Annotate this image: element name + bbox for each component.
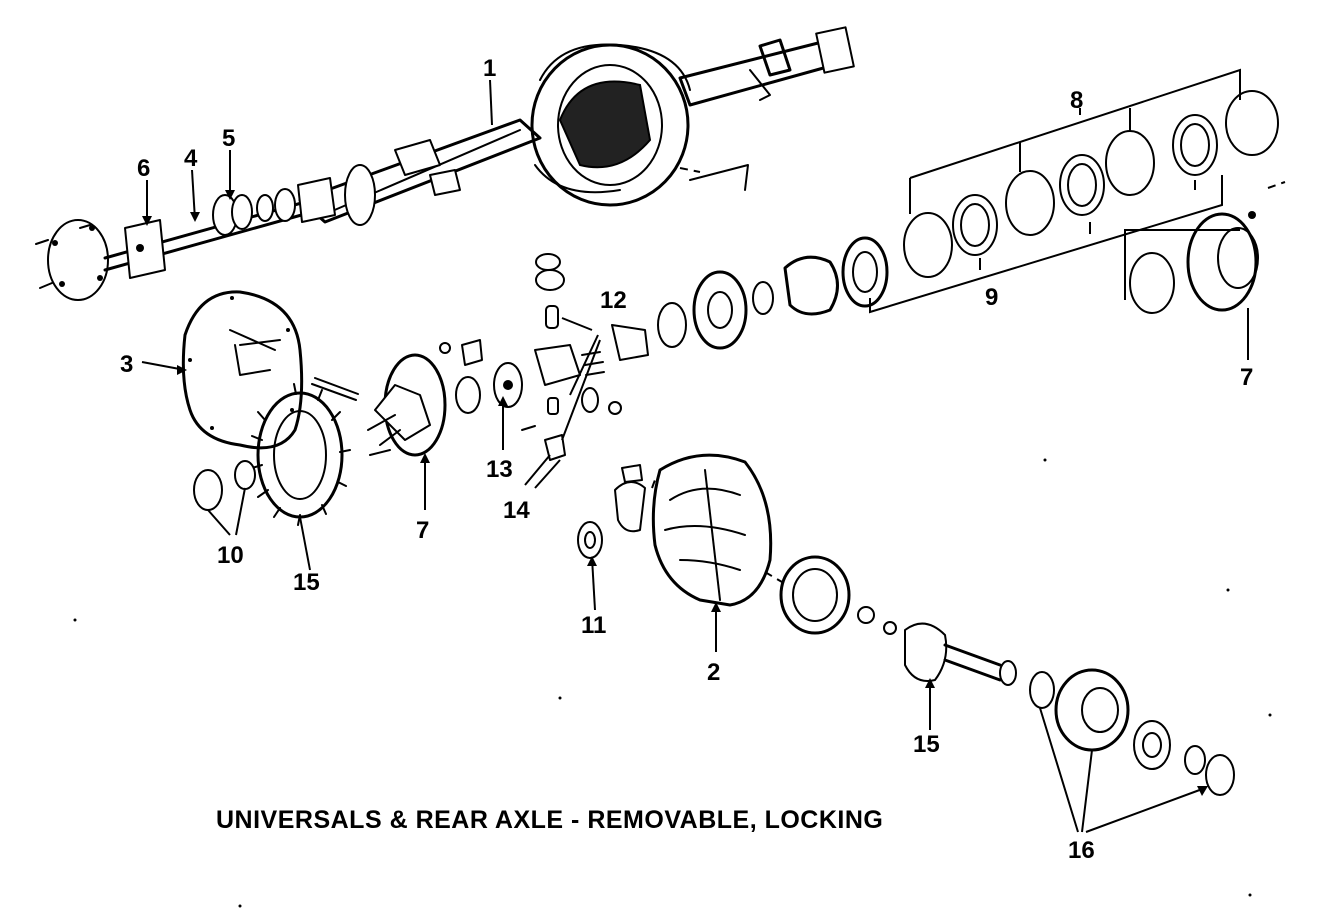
scan-specks xyxy=(73,458,1272,908)
callout-12: 12 xyxy=(600,287,627,314)
differential-cover xyxy=(181,290,304,450)
locker-components xyxy=(439,253,649,461)
callout-7-case: 7 xyxy=(416,517,429,544)
differential-case xyxy=(311,353,447,457)
axle-bearing-set xyxy=(212,177,336,236)
callout-16: 16 xyxy=(1068,837,1095,864)
shim-set-8 xyxy=(903,90,1279,278)
pinion-bearings xyxy=(1029,668,1235,796)
callout-7-cover: 7 xyxy=(1240,364,1253,391)
callout-2: 2 xyxy=(707,659,720,686)
callout-15-ring: 15 xyxy=(293,569,320,596)
oil-slinger xyxy=(577,521,603,559)
callout-4: 4 xyxy=(184,145,198,172)
axle-shaft xyxy=(35,193,332,301)
bearing-retainer xyxy=(1129,211,1259,314)
callout-11: 11 xyxy=(581,612,606,639)
callout-8: 8 xyxy=(1070,87,1083,114)
assembly-lines xyxy=(651,164,1286,583)
pinion-assembly xyxy=(779,555,1017,686)
diagram-caption: UNIVERSALS & REAR AXLE - REMOVABLE, LOCK… xyxy=(216,806,883,834)
callout-5: 5 xyxy=(222,125,235,152)
axle-housing xyxy=(298,26,855,226)
arrowheads xyxy=(142,190,1208,796)
shim-set-9 xyxy=(952,114,1218,256)
callout-1: 1 xyxy=(483,55,496,82)
side-bearings xyxy=(657,236,889,350)
bearing-cups xyxy=(193,460,256,511)
callout-13: 13 xyxy=(486,456,513,483)
callout-14: 14 xyxy=(503,497,530,524)
callout-9: 9 xyxy=(985,284,998,311)
callout-10: 10 xyxy=(217,542,244,569)
callout-3: 3 xyxy=(120,351,133,378)
callout-15-pinion: 15 xyxy=(913,731,940,758)
carrier-housing xyxy=(614,453,773,607)
callout-numbers: 1 6 4 5 3 8 9 7 12 13 14 10 15 7 11 2 15… xyxy=(120,55,1253,864)
callout-6: 6 xyxy=(137,155,150,182)
